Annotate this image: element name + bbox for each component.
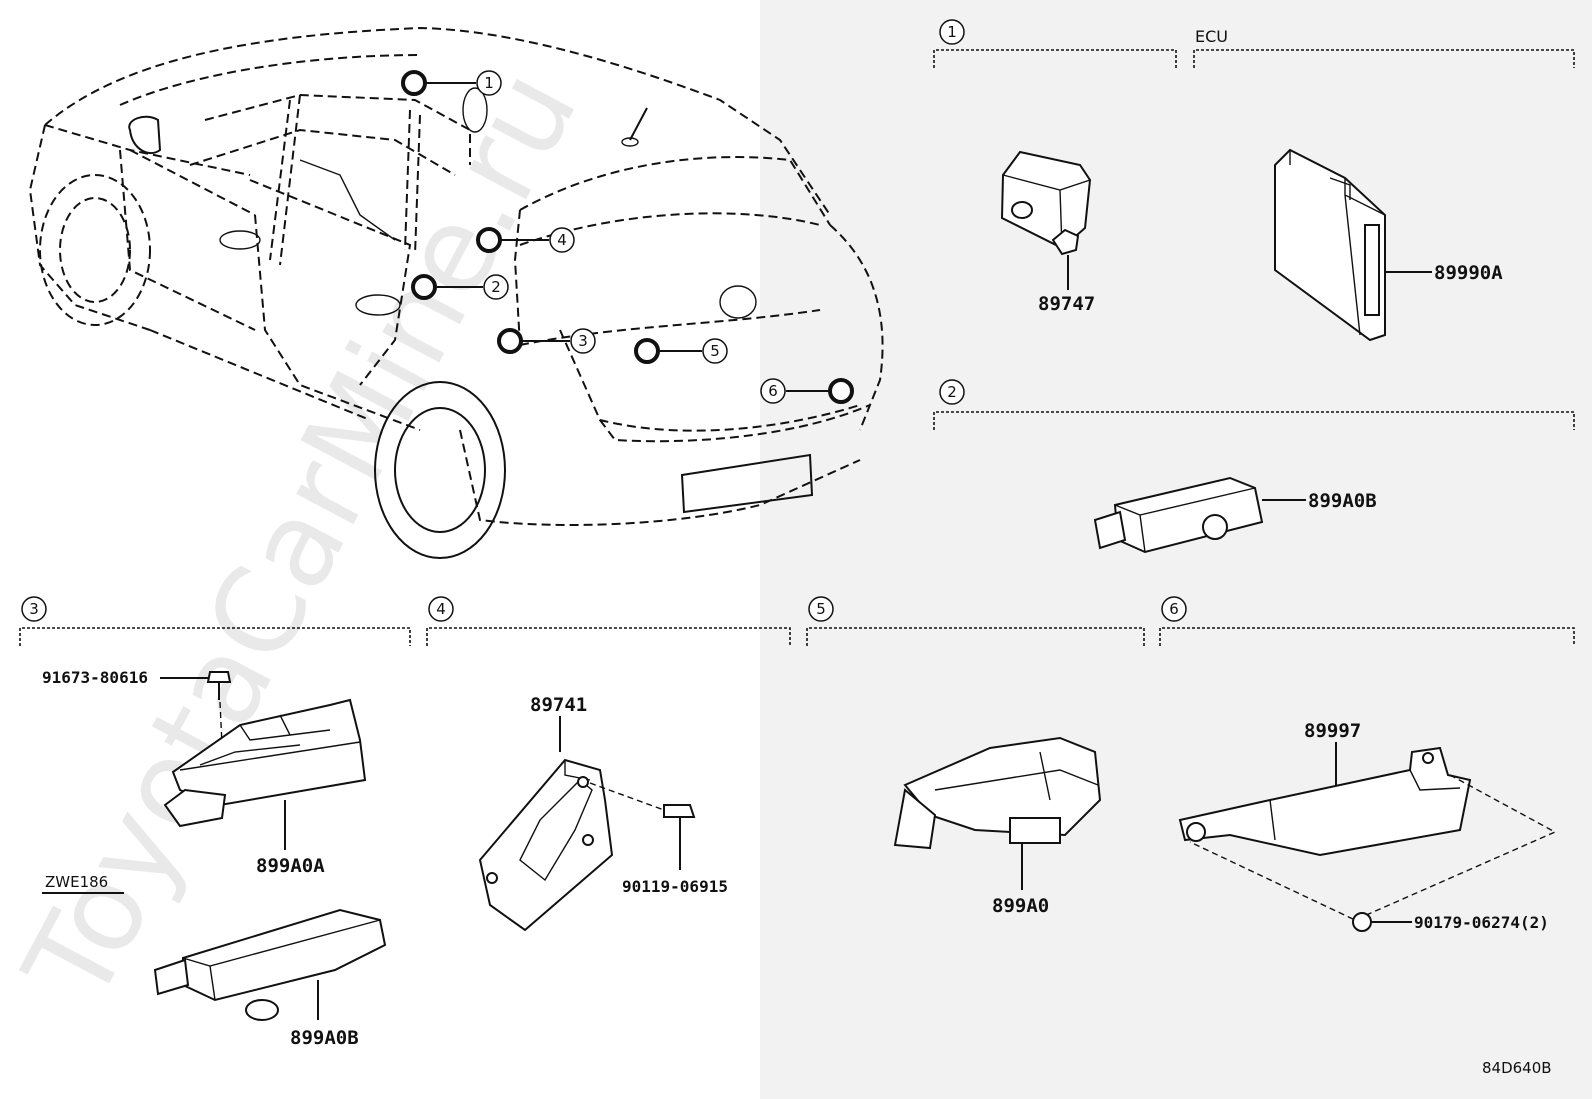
marker-5 bbox=[634, 338, 660, 364]
callout-6: 6 bbox=[760, 378, 786, 404]
svg-text:5: 5 bbox=[710, 342, 720, 360]
part-899a0b-top-shape bbox=[1093, 476, 1306, 554]
marker-4 bbox=[476, 227, 502, 253]
part-89997-shape bbox=[1178, 746, 1472, 857]
svg-text:2: 2 bbox=[491, 278, 501, 296]
section-5-marker: 5 bbox=[816, 600, 826, 618]
callout-4: 4 bbox=[549, 227, 575, 253]
svg-text:4: 4 bbox=[557, 231, 567, 249]
label-89990a: 89990A bbox=[1434, 262, 1503, 284]
section-3: 3 91673-80616 899A0A ZWE186 bbox=[19, 596, 411, 1049]
callout-2: 2 bbox=[483, 274, 509, 300]
label-89747: 89747 bbox=[1038, 293, 1095, 315]
section-4-marker: 4 bbox=[436, 600, 446, 618]
ecu-label: ECU bbox=[1195, 27, 1228, 46]
section-4: 4 89741 90119-06915 bbox=[426, 596, 791, 932]
label-899a0a: 899A0A bbox=[256, 855, 325, 877]
marker-1 bbox=[401, 70, 427, 96]
marker-3 bbox=[497, 328, 523, 354]
part-899a0b-bottom-shape bbox=[153, 908, 387, 1021]
section-3-marker: 3 bbox=[29, 600, 39, 618]
callout-5: 5 bbox=[702, 338, 728, 364]
callout-1: 1 bbox=[476, 70, 502, 96]
svg-text:6: 6 bbox=[768, 382, 778, 400]
part-89747-shape bbox=[1000, 150, 1092, 290]
diagram-code: 84D640B bbox=[1482, 1059, 1552, 1077]
label-89997: 89997 bbox=[1304, 720, 1361, 742]
shaded-panel bbox=[760, 0, 1592, 1099]
section-6-marker: 6 bbox=[1169, 600, 1179, 618]
svg-text:1: 1 bbox=[484, 74, 494, 92]
section-6: 6 89997 90179-06274(2) bbox=[1159, 596, 1575, 932]
marker-2 bbox=[411, 274, 437, 300]
car-illustration: 1 4 2 3 5 6 bbox=[28, 26, 884, 559]
label-90179: 90179-06274(2) bbox=[1414, 913, 1549, 932]
marker-6 bbox=[828, 378, 854, 404]
label-899a0b-top: 899A0B bbox=[1308, 490, 1377, 512]
section-1-marker: 1 bbox=[947, 23, 957, 41]
label-89741: 89741 bbox=[530, 694, 587, 716]
label-899a0: 899A0 bbox=[992, 895, 1049, 917]
svg-text:3: 3 bbox=[578, 332, 588, 350]
label-90119: 90119-06915 bbox=[622, 877, 728, 896]
section-1: 1 ECU 89747 89990A bbox=[933, 19, 1575, 342]
part-899a0-shape bbox=[893, 736, 1102, 890]
label-899a0b-bottom: 899A0B bbox=[290, 1027, 359, 1049]
zwe-label: ZWE186 bbox=[45, 873, 108, 891]
section-2-marker: 2 bbox=[947, 383, 957, 401]
callout-3: 3 bbox=[570, 328, 596, 354]
label-91673: 91673-80616 bbox=[42, 668, 148, 687]
section-5: 5 899A0 bbox=[806, 596, 1145, 917]
part-89741-shape bbox=[478, 758, 614, 932]
section-2: 2 899A0B bbox=[933, 379, 1575, 554]
part-899a0a-shape bbox=[163, 698, 367, 850]
part-89990a-shape bbox=[1274, 148, 1432, 342]
